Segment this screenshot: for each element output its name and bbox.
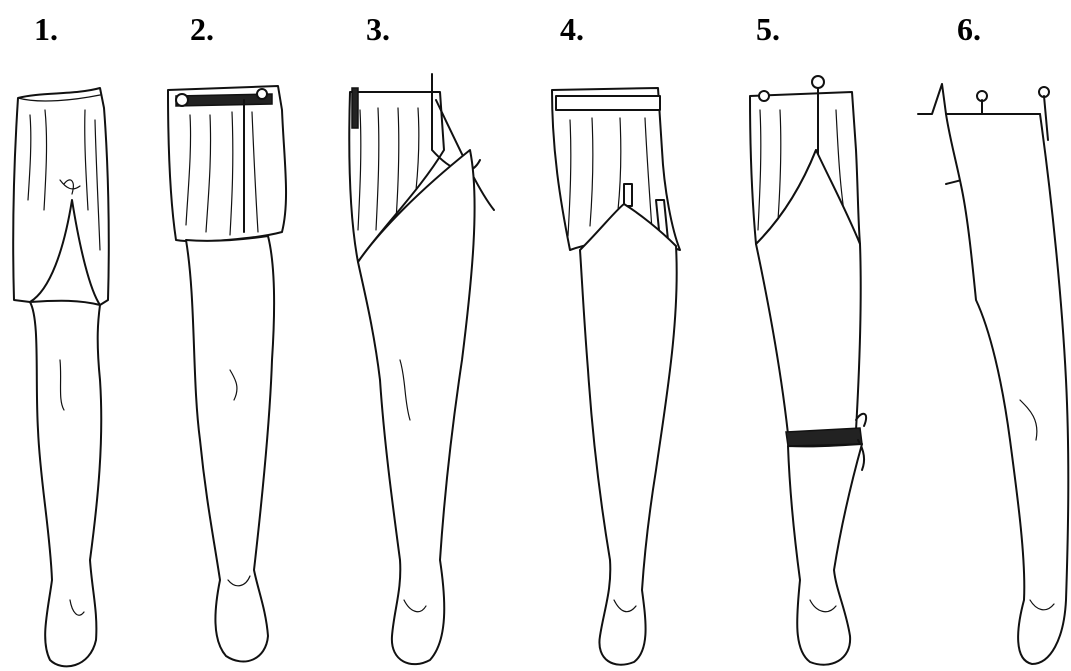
panel-4-leg [552,88,680,665]
panel-2-label: 2. [190,11,214,47]
panel-4-label: 4. [560,11,584,47]
panel-5: 5. [750,11,866,665]
panel-5-label: 5. [756,11,780,47]
panel-2-leg [168,86,286,662]
panel-1-label: 1. [34,11,58,47]
panel-4: 4. [552,11,680,665]
panel-6-leg [918,84,1068,664]
panel-5-leg [750,76,866,665]
panel-6-label: 6. [957,11,981,47]
panel-1: 1. [13,11,109,666]
panel-2: 2. [168,11,286,662]
panel-6: 6. [918,11,1068,664]
panel-3-label: 3. [366,11,390,47]
panel-3-leg [349,74,494,664]
panel-3: 3. [349,11,494,664]
panel-1-leg [13,88,109,666]
